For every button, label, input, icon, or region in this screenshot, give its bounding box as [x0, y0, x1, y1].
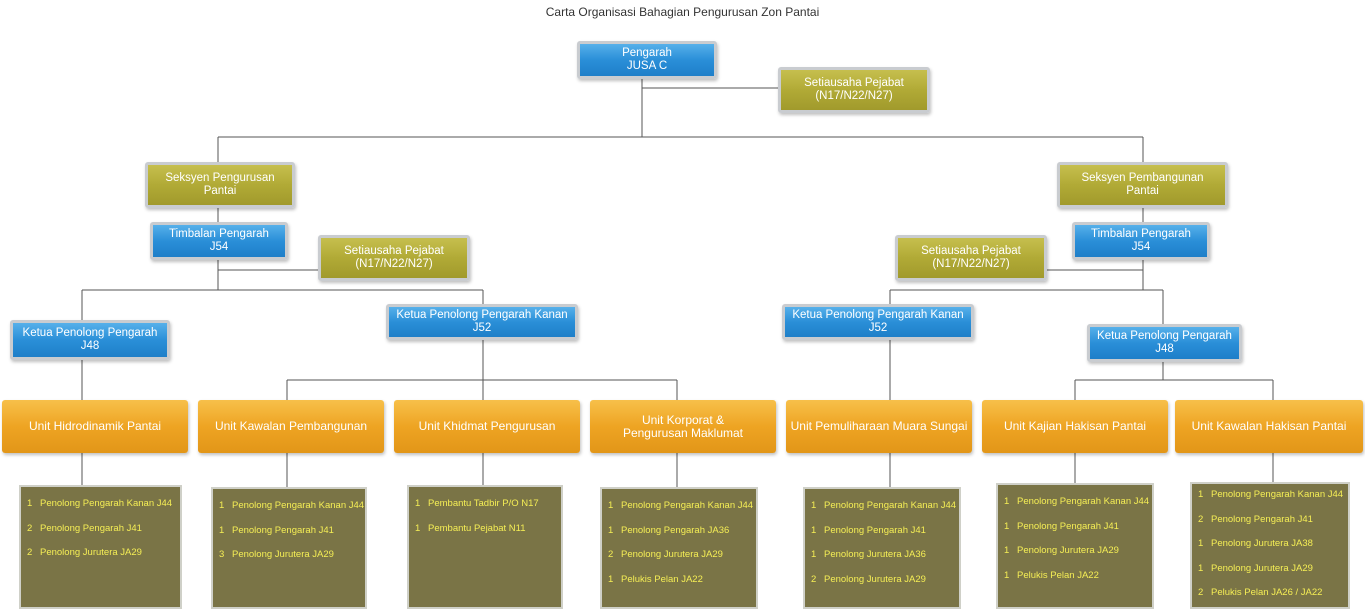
unit-1-line1: Unit Hidrodinamik Pantai — [28, 419, 162, 433]
unit-pemuliharaan-muara-sungai: Unit Pemuliharaan Muara Sungai — [786, 400, 972, 453]
node-setiausaha-top: Setiausaha Pejabat (N17/N22/N27) — [778, 67, 930, 113]
node-setiausaha-top-title: Setiausaha Pejabat — [804, 77, 904, 89]
node-seksyen-pengurusan-line2: Pantai — [203, 185, 237, 197]
unit-hidrodinamik-pantai: Unit Hidrodinamik Pantai — [2, 400, 188, 453]
node-pengarah-grade: JUSA C — [626, 60, 668, 72]
unit-4-line1: Unit Korporat & — [641, 412, 725, 427]
unit-5-line1: Unit Pemuliharaan Muara Sungai — [790, 419, 968, 433]
node-seksyen-pembangunan-line1: Seksyen Pembangunan — [1081, 172, 1204, 184]
node-ketua-left-j48: Ketua Penolong Pengarah J48 — [10, 320, 170, 360]
node-setiausaha-right-title: Setiausaha Pejabat — [921, 245, 1021, 257]
node-setiausaha-left-grade: (N17/N22/N27) — [355, 258, 433, 270]
node-ketua-right-j52-grade: J52 — [868, 322, 888, 334]
unit-kawalan-pembangunan: Unit Kawalan Pembangunan — [198, 400, 384, 453]
node-seksyen-pengurusan-line1: Seksyen Pengurusan — [165, 172, 275, 184]
node-timbalan-left: Timbalan Pengarah J54 — [150, 222, 288, 260]
unit-7-line1: Unit Kawalan Hakisan Pantai — [1191, 419, 1347, 433]
node-setiausaha-right: Setiausaha Pejabat (N17/N22/N27) — [895, 235, 1047, 281]
node-ketua-left-j48-grade: J48 — [80, 340, 100, 352]
unit-korporat-pengurusan-maklumat: Unit Korporat & Pengurusan Maklumat — [590, 400, 776, 453]
node-pengarah: Pengarah JUSA C — [577, 41, 717, 79]
node-timbalan-right-grade: J54 — [1131, 241, 1151, 253]
unit-kajian-hakisan-pantai: Unit Kajian Hakisan Pantai — [982, 400, 1168, 453]
node-ketua-left-j52-grade: J52 — [472, 322, 492, 334]
node-ketua-left-j48-title: Ketua Penolong Pengarah — [22, 327, 158, 339]
unit-khidmat-pengurusan: Unit Khidmat Pengurusan — [394, 400, 580, 453]
node-ketua-left-j52: Ketua Penolong Pengarah Kanan J52 — [386, 304, 578, 340]
node-setiausaha-left: Setiausaha Pejabat (N17/N22/N27) — [318, 235, 470, 281]
node-seksyen-pembangunan-line2: Pantai — [1126, 185, 1159, 197]
node-seksyen-pengurusan: Seksyen Pengurusan Pantai — [145, 162, 295, 208]
node-timbalan-left-grade: J54 — [209, 241, 229, 253]
node-timbalan-left-title: Timbalan Pengarah — [169, 228, 269, 240]
node-ketua-right-j52: Ketua Penolong Pengarah Kanan J52 — [782, 304, 974, 340]
node-timbalan-right: Timbalan Pengarah J54 — [1072, 222, 1210, 260]
node-setiausaha-right-grade: (N17/N22/N27) — [932, 258, 1010, 270]
node-ketua-right-j48-grade: J48 — [1155, 343, 1174, 355]
node-timbalan-right-title: Timbalan Pengarah — [1091, 228, 1191, 240]
unit-4-line2: Pengurusan Maklumat — [622, 425, 744, 440]
unit-kawalan-hakisan-pantai: Unit Kawalan Hakisan Pantai — [1175, 400, 1363, 453]
unit-3-line1: Unit Khidmat Pengurusan — [418, 419, 556, 433]
node-pengarah-title: Pengarah — [622, 47, 672, 59]
node-ketua-right-j52-title: Ketua Penolong Pengarah Kanan — [792, 309, 964, 321]
unit-2-line1: Unit Kawalan Pembangunan — [214, 419, 368, 433]
unit-6-line1: Unit Kajian Hakisan Pantai — [1003, 419, 1147, 433]
node-ketua-left-j52-title: Ketua Penolong Pengarah Kanan — [396, 309, 568, 321]
node-setiausaha-left-title: Setiausaha Pejabat — [344, 245, 444, 257]
node-seksyen-pembangunan: Seksyen Pembangunan Pantai — [1057, 162, 1228, 208]
node-ketua-right-j48: Ketua Penolong Pengarah J48 — [1087, 324, 1242, 362]
chart-title: Carta Organisasi Bahagian Pengurusan Zon… — [545, 5, 820, 19]
node-setiausaha-top-grade: (N17/N22/N27) — [815, 90, 893, 102]
node-ketua-right-j48-title: Ketua Penolong Pengarah — [1097, 330, 1232, 342]
